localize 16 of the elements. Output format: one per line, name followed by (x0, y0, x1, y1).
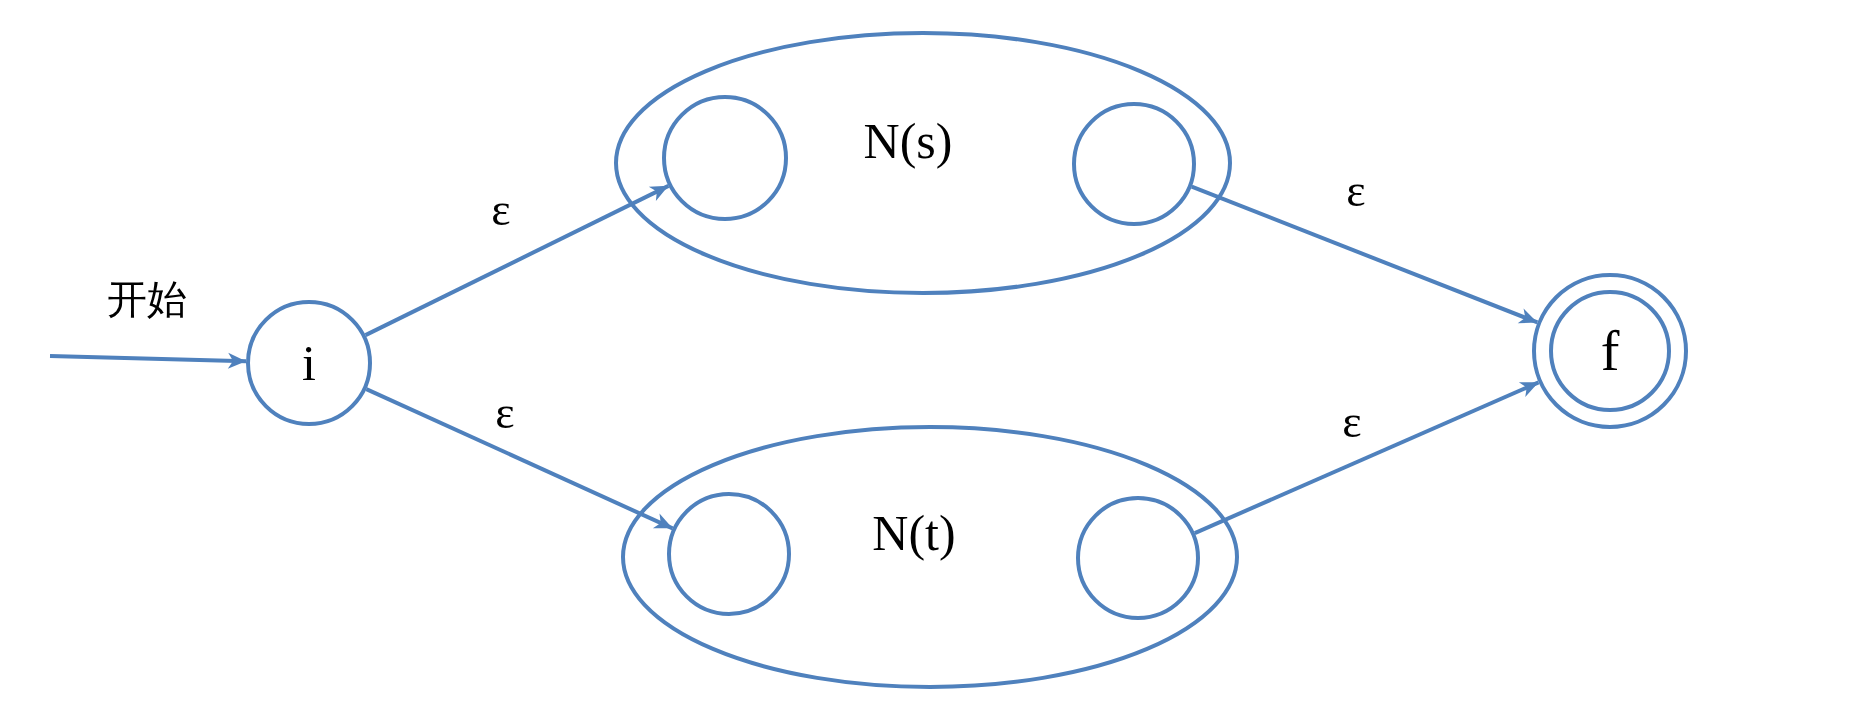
state-circle (1072, 102, 1196, 226)
arrow (1193, 380, 1540, 535)
state-circle (662, 95, 788, 221)
arrow (1190, 184, 1539, 325)
state-circle (667, 492, 791, 616)
state-circle (246, 300, 372, 426)
arrow (364, 184, 670, 337)
edge-label: 开始 (105, 278, 189, 322)
arrow (49, 352, 247, 369)
nfa-ellipse (621, 425, 1239, 689)
state-circle (1076, 496, 1200, 620)
accept-state-circle (1532, 273, 1688, 429)
state-label: f (1600, 323, 1620, 379)
nfa-ellipse (614, 31, 1232, 295)
arrow (365, 387, 674, 531)
state-label: i (302, 338, 316, 388)
